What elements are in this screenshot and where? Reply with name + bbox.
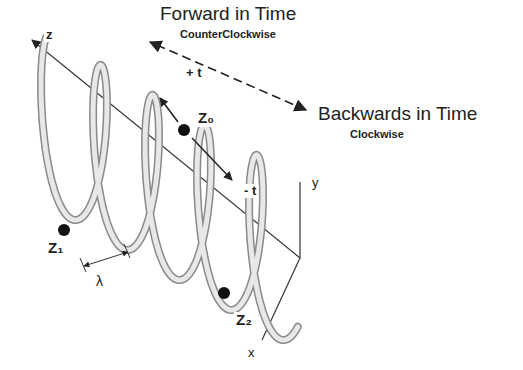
time-arrow: [160, 98, 178, 122]
point-dot: [178, 124, 190, 136]
axis-label: + t: [184, 66, 204, 80]
helix-tube: [41, 35, 298, 340]
direction-label: Backwards in Time: [318, 104, 477, 125]
axis-label: z: [44, 28, 55, 42]
axis-label: Z₂: [234, 312, 254, 329]
direction-label: Forward in Time: [160, 4, 296, 25]
helix-highlight: [41, 35, 298, 340]
point-dot: [218, 287, 230, 299]
axis-label: x: [246, 346, 257, 360]
axis-label: y: [310, 176, 321, 190]
wavelength-dimension: [84, 252, 128, 266]
direction-label: CounterClockwise: [180, 28, 276, 40]
axis-label: Z₀: [196, 110, 216, 127]
time-arrow: [192, 138, 232, 180]
dimension-tick: [80, 258, 86, 272]
direction-label: Clockwise: [350, 128, 404, 140]
axis-label: λ: [94, 274, 105, 289]
y-axis: [299, 182, 300, 258]
dimension-tick: [124, 244, 130, 258]
axis-label: Z₁: [46, 240, 65, 257]
axis-label: - t: [242, 184, 258, 198]
point-dot: [58, 224, 70, 236]
time-direction-arrow: [150, 42, 306, 110]
